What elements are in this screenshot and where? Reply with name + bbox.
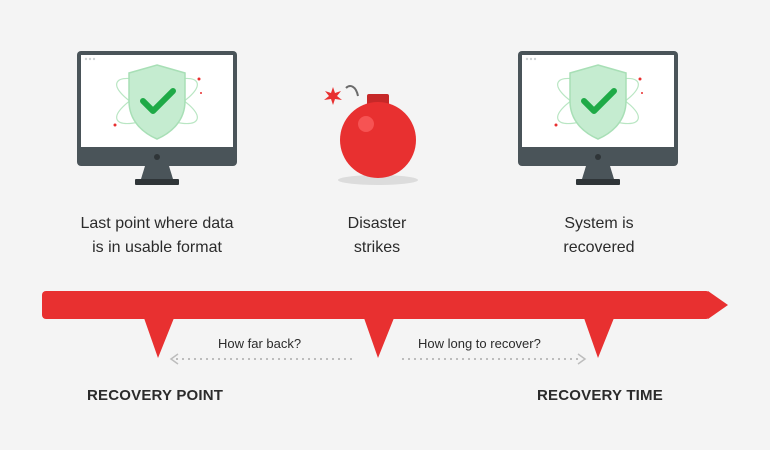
dotted-arrow-back (169, 353, 354, 365)
monitor-left-icon (77, 51, 237, 185)
recovery-time-marker (584, 318, 614, 358)
bomb-icon (324, 85, 418, 185)
timeline-arrow (42, 291, 728, 358)
disaster-marker (364, 318, 394, 358)
heading-recovery-point: RECOVERY POINT (87, 387, 224, 404)
dotted-arrow-forward (402, 353, 587, 365)
heading-recovery-time: RECOVERY TIME (537, 387, 663, 404)
question-how-far-back: How far back? (218, 336, 302, 351)
caption-recovered: System is recovered (563, 215, 635, 256)
caption-last-point: Last point where data is in usable forma… (80, 215, 234, 256)
question-how-long: How long to recover? (418, 336, 541, 351)
caption-disaster: Disaster strikes (347, 215, 407, 256)
recovery-point-marker (144, 318, 174, 358)
monitor-right-icon (518, 51, 678, 185)
